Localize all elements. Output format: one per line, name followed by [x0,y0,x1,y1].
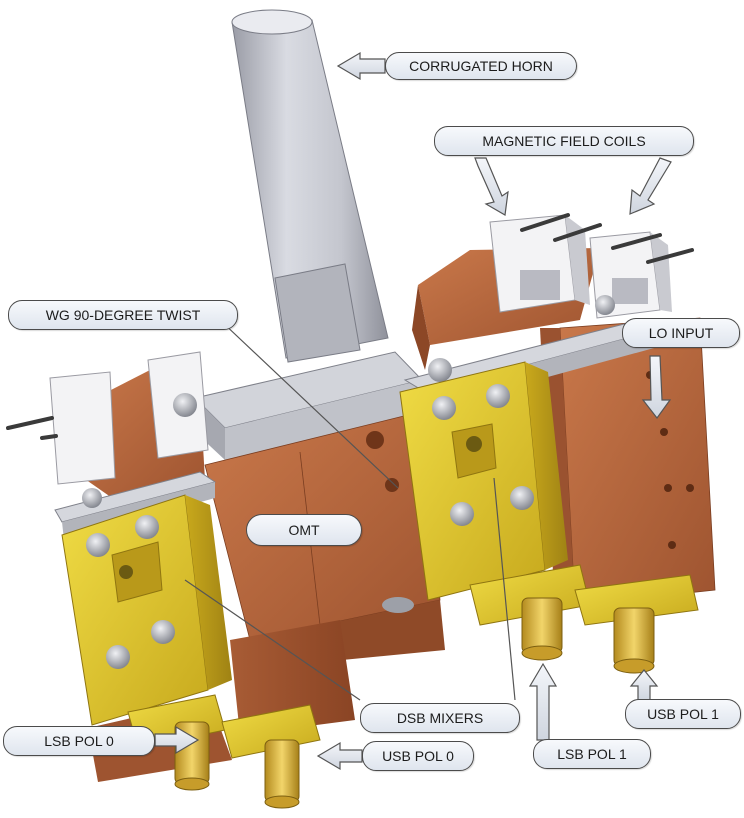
label-corrugated-horn: CORRUGATED HORN [385,52,577,80]
label-lsb-pol-0: LSB POL 0 [3,726,155,756]
sma-connector-left-b [264,739,300,809]
coil-pins-left [6,416,58,440]
mixer-block-left [61,494,232,726]
label-lo-input: LO INPUT [622,318,740,348]
coil-plate-left-b [147,351,209,459]
label-usb-pol-1: USB POL 1 [625,699,741,729]
label-dsb-mixers: DSB MIXERS [360,703,520,733]
leader-lines [184,319,516,701]
leader-dsb-right [493,477,516,701]
sma-connector-right-b [613,607,655,674]
arrow-coil-a [474,157,509,216]
sma-connector-right-a [521,597,563,661]
label-usb-pol-0: USB POL 0 [362,741,474,771]
mixer-block-right [399,361,568,601]
label-lsb-pol-1: LSB POL 1 [533,739,651,769]
coil-pins-right [520,213,694,264]
arrow-usb-pol-0 [316,741,363,771]
callout-arrows [154,51,672,771]
arrow-lsb-pol-1 [528,662,558,741]
leader-wg-twist [219,319,399,489]
leader-dsb-left [184,579,361,701]
arrow-lsb-pol-0 [154,725,200,755]
arrow-corrugated-horn [336,51,386,81]
label-magnetic-field-coils: MAGNETIC FIELD COILS [434,126,694,156]
corrugated-horn [231,9,389,363]
label-omt: OMT [246,514,362,546]
label-wg-90-degree-twist: WG 90-DEGREE TWIST [8,300,238,330]
coil-plate-left-a [49,371,116,485]
coil-plate-right-a [489,214,590,313]
arrow-lo-input [641,355,672,420]
arrow-coil-b [629,157,672,215]
sma-flange-right-b [574,574,699,626]
arrow-usb-pol-1 [629,669,659,701]
